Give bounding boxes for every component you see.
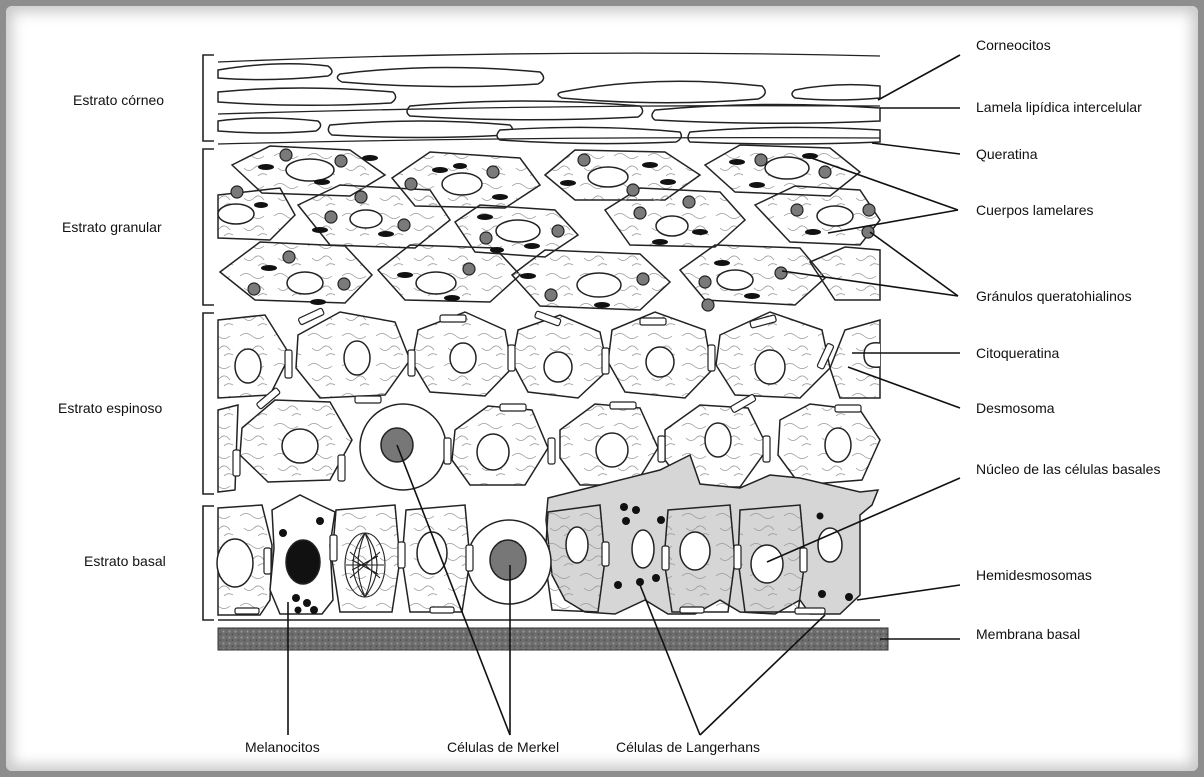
label-lamela-lipidica: Lamela lipídica intercelular — [976, 99, 1142, 115]
stratum-granulosum — [218, 145, 880, 311]
layer-label-corneo: Estrato córneo — [73, 92, 164, 108]
layer-brackets — [203, 55, 214, 620]
stratum-spinosum — [218, 308, 880, 492]
melanocyte-cell — [270, 495, 335, 614]
label-melanocitos: Melanocitos — [245, 739, 320, 755]
label-citoqueratina: Citoqueratina — [976, 345, 1059, 361]
label-corneocitos: Corneocitos — [976, 37, 1051, 53]
layer-label-espinoso: Estrato espinoso — [58, 400, 162, 416]
label-queratina: Queratina — [976, 146, 1038, 162]
label-celulas-merkel: Células de Merkel — [447, 739, 559, 755]
layer-label-basal: Estrato basal — [84, 553, 166, 569]
label-hemidesmosomas: Hemidesmosomas — [976, 567, 1092, 583]
stratum-corneum-cells — [218, 64, 880, 144]
merkel-cell-upper — [360, 404, 446, 490]
label-desmosoma: Desmosoma — [976, 400, 1055, 416]
label-cuerpos-lamelares: Cuerpos lamelares — [976, 202, 1094, 218]
basement-membrane — [218, 628, 888, 650]
label-granulos-queratohialinos: Gránulos queratohialinos — [976, 288, 1132, 304]
label-celulas-langerhans: Células de Langerhans — [616, 739, 760, 755]
merkel-cell-lower — [467, 520, 551, 604]
label-membrana-basal: Membrana basal — [976, 626, 1080, 642]
label-nucleo-celulas-basales: Núcleo de las células basales — [976, 461, 1160, 477]
layer-label-granular: Estrato granular — [62, 219, 162, 235]
